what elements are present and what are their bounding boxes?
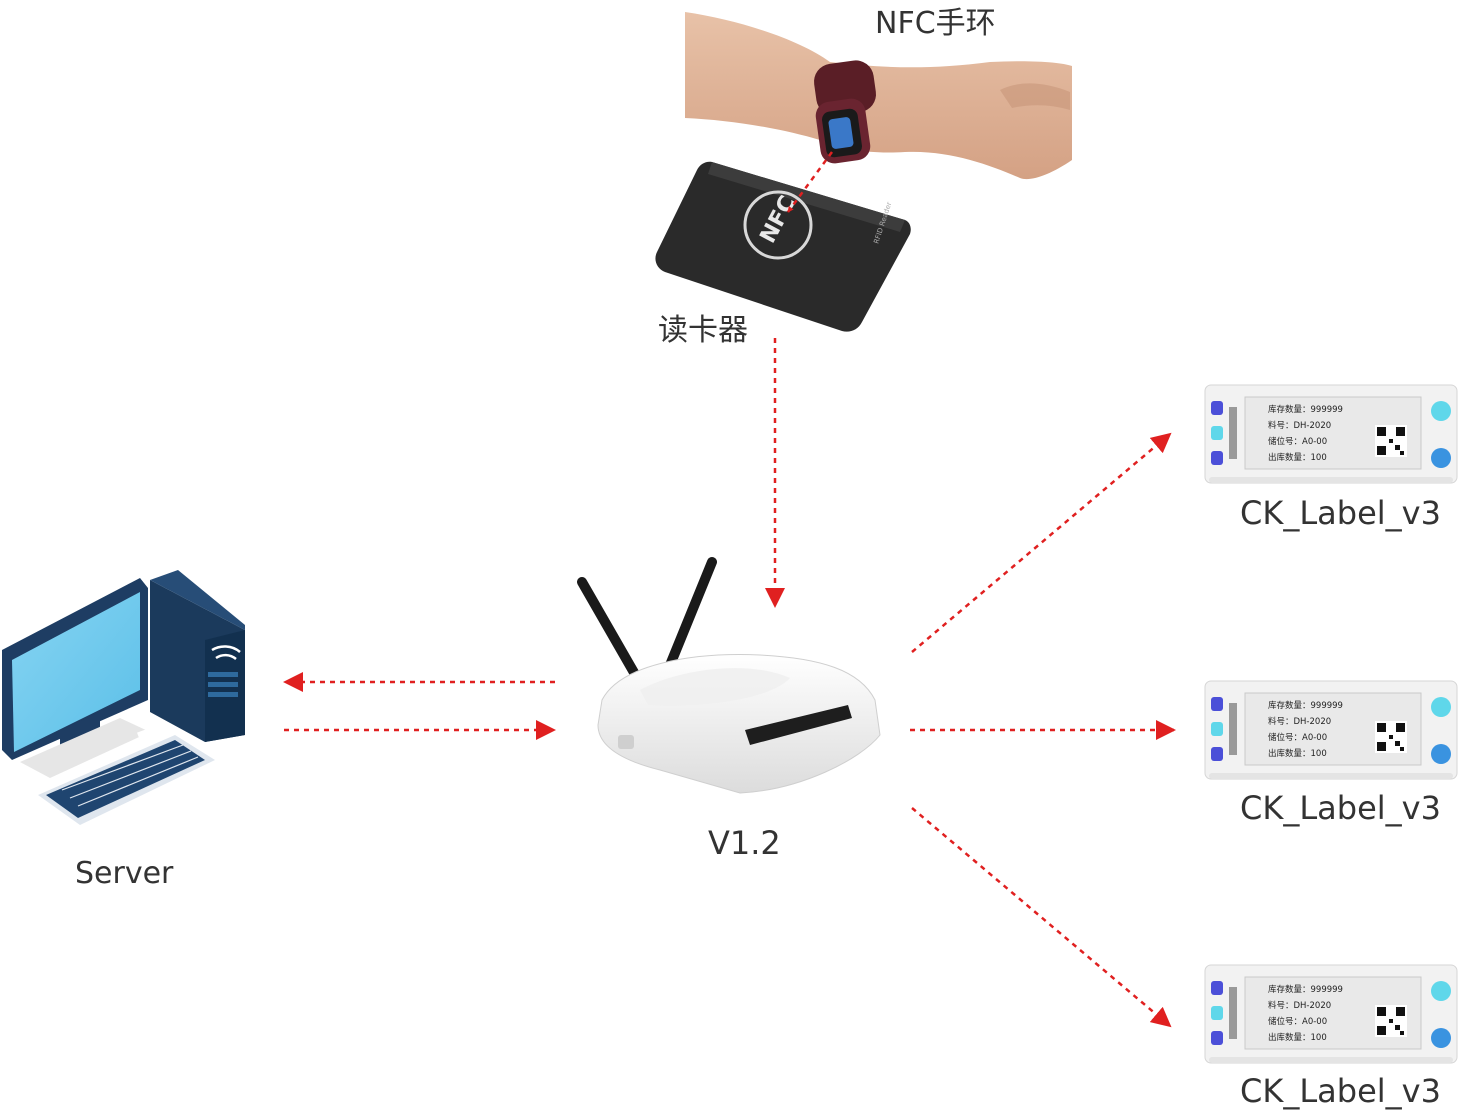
nfc-reader-image: NFC RFID Reader xyxy=(655,161,911,332)
arrow-band-to-reader xyxy=(786,151,834,213)
tag-1-line-3: 储位号：A0-00 xyxy=(1268,436,1327,447)
tag-2-line-4: 出库数量：100 xyxy=(1268,748,1327,759)
arrow-gateway-to-tag-3 xyxy=(911,807,1172,1028)
tag-3-line-3: 储位号：A0-00 xyxy=(1268,1016,1327,1027)
tag-1-image: 库存数量：999999 料号：DH-2020 储位号：A0-00 出库数量：10… xyxy=(1204,384,1458,484)
server-label: Server xyxy=(75,856,174,891)
gateway-version-label: V1.2 xyxy=(708,824,781,862)
nfc-band-label: NFC手环 xyxy=(875,6,996,41)
card-reader-label: 读卡器 xyxy=(658,313,748,348)
tag-2-line-2: 料号：DH-2020 xyxy=(1268,716,1331,727)
tag-2-image: 库存数量：999999 料号：DH-2020 储位号：A0-00 出库数量：10… xyxy=(1204,680,1458,780)
tag-3-image: 库存数量：999999 料号：DH-2020 储位号：A0-00 出库数量：10… xyxy=(1204,964,1458,1064)
tag-1-line-2: 料号：DH-2020 xyxy=(1268,420,1331,431)
tag-2-line-1: 库存数量：999999 xyxy=(1268,700,1343,711)
tag-2-label: CK_Label_v3 xyxy=(1240,789,1441,827)
tag-3-line-2: 料号：DH-2020 xyxy=(1268,1000,1331,1011)
server-computer-image xyxy=(2,570,245,825)
tag-3-line-1: 库存数量：999999 xyxy=(1268,984,1343,995)
tag-1-label: CK_Label_v3 xyxy=(1240,494,1441,532)
tag-3-label: CK_Label_v3 xyxy=(1240,1072,1441,1110)
nfc-wristband-image xyxy=(685,12,1072,180)
tag-1-line-4: 出库数量：100 xyxy=(1268,452,1327,463)
tag-1-line-1: 库存数量：999999 xyxy=(1268,404,1343,415)
tag-3-line-4: 出库数量：100 xyxy=(1268,1032,1327,1043)
arrow-gateway-to-tag-1 xyxy=(911,432,1172,653)
gateway-router-image xyxy=(577,557,881,794)
tag-2-line-3: 储位号：A0-00 xyxy=(1268,732,1327,743)
arrows xyxy=(283,151,1176,1028)
